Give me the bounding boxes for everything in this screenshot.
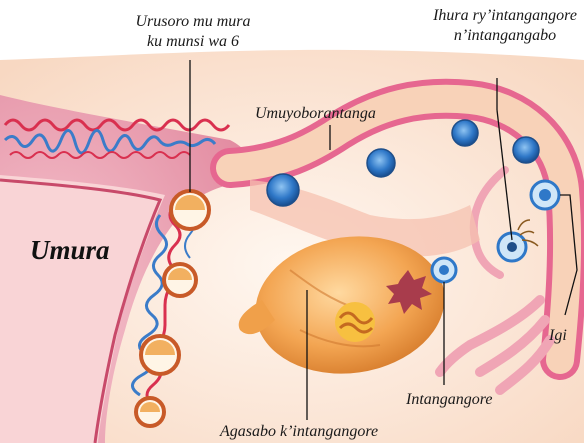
implantation-label-line2: ku munsi wa 6: [118, 32, 268, 52]
ovum-label: Intangangore: [406, 390, 493, 410]
egg-label: Igi: [549, 326, 567, 346]
blastocyst-implanting: [171, 191, 209, 229]
fertilization-label-line1: Ihura ry’intangangore: [430, 6, 580, 26]
uterus-label: Umura: [30, 235, 110, 266]
cell: [267, 174, 299, 206]
cell: [452, 120, 478, 146]
implantation-label-line1: Urusoro mu mura: [118, 12, 268, 32]
cell: [367, 149, 395, 177]
corpus-luteum: [335, 302, 375, 342]
blastocyst: [136, 398, 164, 426]
implantation-label: Urusoro mu mura ku munsi wa 6: [118, 12, 268, 52]
cell: [513, 137, 539, 163]
ovary-label: Agasabo k’intangangore: [220, 422, 378, 442]
fertilization-label: Ihura ry’intangangore n’intangangabo: [430, 6, 580, 46]
blastocyst: [141, 336, 179, 374]
fertilization-label-line2: n’intangangabo: [430, 26, 580, 46]
fallopian-tube-label: Umuyoborantanga: [255, 104, 376, 124]
blastocyst: [164, 264, 196, 296]
